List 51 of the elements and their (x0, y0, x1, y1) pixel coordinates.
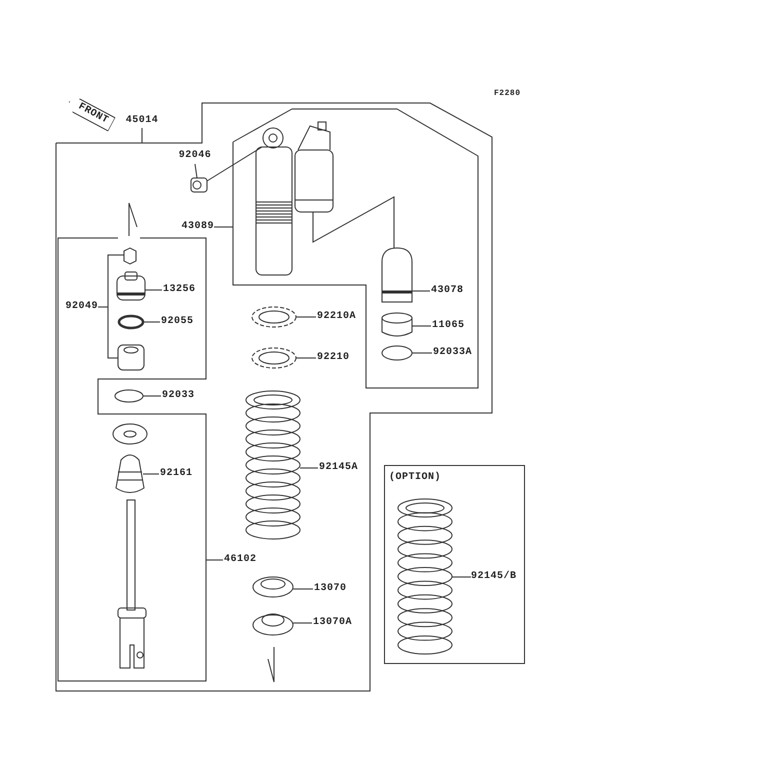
circlip-drawing (114, 390, 144, 402)
assembly-line (312, 196, 394, 248)
nut-drawing (124, 247, 136, 265)
part-number: 92033A (433, 347, 472, 359)
figure-code: F2280 (494, 88, 521, 100)
part-number: 46102 (224, 554, 257, 566)
leader-line (296, 316, 316, 318)
lock-nut-drawing (252, 348, 296, 368)
part-number: 92210A (317, 311, 356, 323)
option-frame (384, 465, 525, 664)
part-number: 11065 (432, 320, 465, 332)
spring-seat-drawing (252, 614, 294, 636)
shock-absorber-drawing (256, 122, 334, 276)
part-number: 92210 (317, 352, 350, 364)
assembly-line (206, 146, 262, 182)
coil-spring-drawing (398, 498, 452, 654)
leader-line (412, 290, 430, 292)
part-number: 43089 (181, 221, 214, 233)
leader-line (214, 226, 234, 228)
part-number: 92033 (162, 390, 195, 402)
leader-line (412, 352, 432, 354)
leader-line (194, 164, 198, 178)
leader-line (292, 622, 312, 624)
part-number: 45014 (126, 115, 158, 127)
spring-seat-drawing (252, 576, 294, 598)
lock-nut-drawing (252, 306, 296, 328)
part-number: 92145A (319, 462, 358, 474)
part-number: 13070A (313, 617, 352, 629)
part-number: 92046 (178, 150, 212, 162)
part-number: 92145/B (471, 571, 517, 583)
valve-body-drawing (118, 344, 144, 370)
leader-line (98, 306, 118, 358)
piston-rod-drawing (118, 500, 146, 668)
part-number: 92161 (160, 468, 193, 480)
o-ring-drawing (118, 314, 144, 330)
coil-spring-drawing (246, 390, 300, 540)
bump-stop-drawing (116, 454, 144, 493)
section-heading: (OPTION) (389, 472, 442, 484)
ring-drawing (382, 346, 412, 360)
washer-drawing (112, 424, 148, 444)
part-number: 13256 (163, 284, 196, 296)
reservoir-cap-drawing (382, 248, 412, 302)
part-number: 13070 (314, 583, 347, 595)
part-number: 92055 (161, 316, 194, 328)
leader-line (452, 576, 472, 578)
cap-drawing (116, 272, 146, 300)
part-number: 92049 (65, 301, 98, 313)
leader-line (292, 588, 314, 590)
bearing-drawing (190, 178, 208, 192)
bushing-drawing (382, 312, 412, 336)
part-number: 43078 (431, 285, 464, 297)
